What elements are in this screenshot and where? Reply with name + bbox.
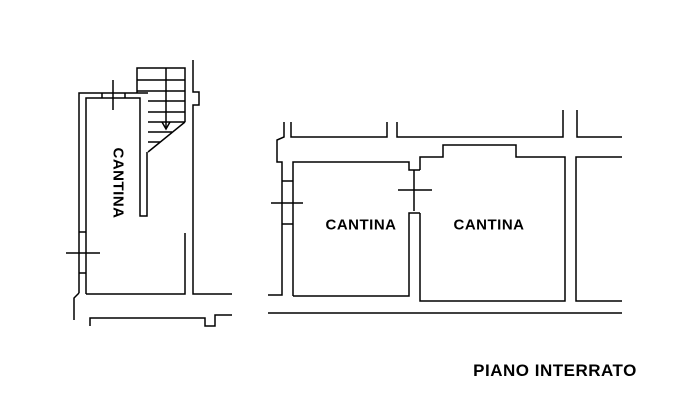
stairs bbox=[136, 67, 186, 153]
room-label-left-cantina: CANTINA bbox=[109, 147, 127, 219]
plan-title: PIANO INTERRATO bbox=[473, 361, 637, 380]
room-label-middle-cantina: CANTINA bbox=[325, 216, 397, 234]
crosshairs bbox=[66, 80, 432, 254]
room-label-right-cantina: CANTINA bbox=[453, 216, 525, 234]
right-cellars-walls bbox=[268, 110, 622, 314]
left-cellar-walls bbox=[73, 60, 232, 327]
